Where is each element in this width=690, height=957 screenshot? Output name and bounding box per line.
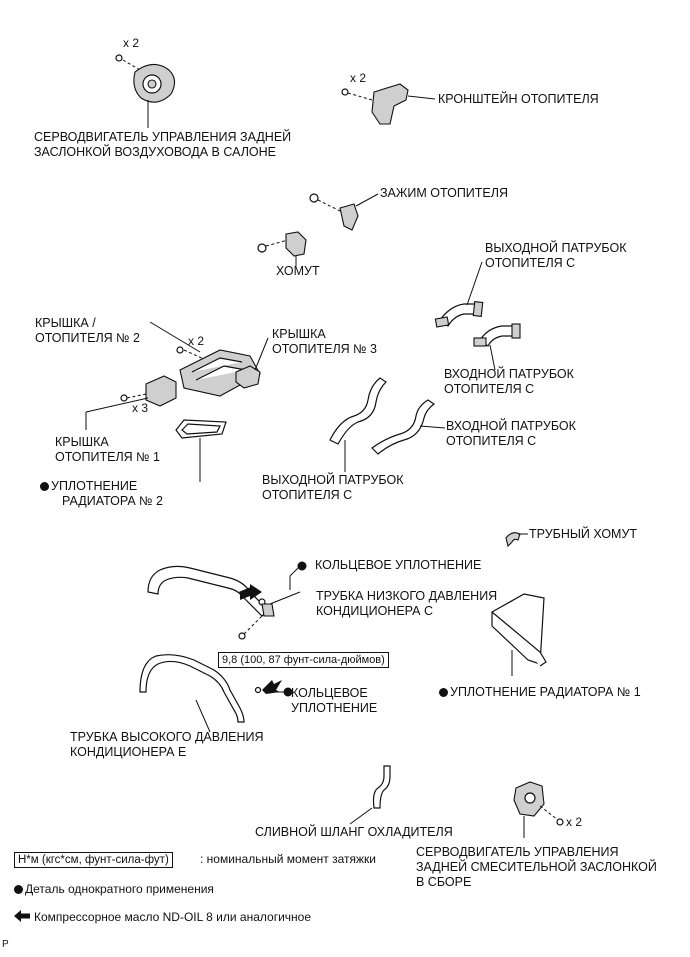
- label-line: В СБОРЕ: [416, 875, 472, 889]
- label-oring-top: КОЛЬЦЕВОЕ УПЛОТНЕНИЕ: [315, 558, 482, 572]
- hose-clamp-icon: [257, 231, 307, 266]
- label-outlet-pipe-top: ВЫХОДНОЙ ПАТРУБОК ОТОПИТЕЛЯ C: [485, 241, 627, 271]
- label-line: СЕРВОДВИГАТЕЛЬ УПРАВЛЕНИЯ: [416, 845, 619, 859]
- label-inlet-pipe-upper: ВХОДНОЙ ПАТРУБОК ОТОПИТЕЛЯ C: [444, 367, 574, 397]
- label-text: УПЛОТНЕНИЕ РАДИАТОРА № 1: [450, 685, 641, 699]
- label-line: ВХОДНОЙ ПАТРУБОК: [446, 419, 576, 433]
- single-use-icon: [14, 885, 23, 894]
- legend-oil: Компрессорное масло ND-OIL 8 или аналоги…: [14, 910, 311, 925]
- label-line: РАДИАТОРА № 2: [62, 494, 164, 508]
- label-line: ОТОПИТЕЛЯ C: [444, 382, 535, 396]
- label-heater-cover-1: КРЫШКА ОТОПИТЕЛЯ № 1: [55, 435, 160, 465]
- label-line: ВЫХОДНОЙ ПАТРУБОК: [485, 241, 627, 255]
- label-high-pressure-tube: ТРУБКА ВЫСОКОГО ДАВЛЕНИЯ КОНДИЦИОНЕРА E: [70, 730, 264, 760]
- label-text: УПЛОТНЕНИЕ: [51, 479, 138, 493]
- label-line: ВЫХОДНОЙ ПАТРУБОК: [262, 473, 404, 487]
- legend-torque-desc: : номинальный момент затяжки: [200, 852, 376, 866]
- label-line: ЗАСЛОНКОЙ ВОЗДУХОВОДА В САЛОНЕ: [34, 145, 276, 159]
- single-use-icon: [40, 482, 49, 491]
- inlet-pipe-lower-icon: [371, 399, 446, 455]
- label-line: ОТОПИТЕЛЯ № 3: [272, 342, 377, 356]
- rear-duct-servo-icon: [115, 54, 176, 128]
- radiator-seal-1-icon: [491, 593, 547, 676]
- label-line: КОНДИЦИОНЕРА E: [70, 745, 187, 759]
- heater-clamp-icon: [309, 193, 379, 231]
- inlet-pipe-upper-icon: [473, 323, 521, 371]
- label-heater-clamp: ЗАЖИМ ОТОПИТЕЛЯ: [380, 186, 508, 200]
- label-low-pressure-tube: ТРУБКА НИЗКОГО ДАВЛЕНИЯ КОНДИЦИОНЕРА C: [316, 589, 497, 619]
- legend-single-use: Деталь однократного применения: [14, 882, 214, 897]
- high-pressure-tube-icon: [139, 654, 293, 733]
- label-line: ВХОДНОЙ ПАТРУБОК: [444, 367, 574, 381]
- label-line: ЗАДНЕЙ СМЕСИТЕЛЬНОЙ ЗАСЛОНКОЙ: [416, 860, 657, 874]
- qty-bracket: x 2: [350, 71, 367, 85]
- outlet-pipe-bottom-icon: [329, 377, 387, 472]
- drain-hose-icon: [349, 765, 391, 825]
- label-line: ОТОПИТЕЛЯ C: [262, 488, 353, 502]
- label-line: КРЫШКА /: [35, 316, 96, 330]
- label-heater-cover-3: КРЫШКА ОТОПИТЕЛЯ № 3: [272, 327, 377, 357]
- legend-oil-text: Компрессорное масло ND-OIL 8 или аналоги…: [34, 910, 312, 924]
- label-line: ОТОПИТЕЛЯ C: [446, 434, 537, 448]
- rear-mix-servo-icon: [513, 781, 564, 838]
- label-line: КОЛЬЦЕВОЕ: [291, 686, 368, 700]
- single-use-icon: [439, 688, 448, 697]
- torque-spec-box: 9,8 (100, 87 фунт-сила-дюймов): [218, 652, 389, 668]
- label-rear-duct-servo: СЕРВОДВИГАТЕЛЬ УПРАВЛЕНИЯ ЗАДНЕЙ ЗАСЛОНК…: [34, 130, 291, 160]
- oil-arrow-icon: [14, 910, 30, 922]
- label-inlet-pipe-lower: ВХОДНОЙ ПАТРУБОК ОТОПИТЕЛЯ C: [446, 419, 576, 449]
- low-pressure-tube-icon: [147, 561, 307, 640]
- label-radiator-seal-1: УПЛОТНЕНИЕ РАДИАТОРА № 1: [439, 685, 641, 700]
- label-rear-mix-servo: СЕРВОДВИГАТЕЛЬ УПРАВЛЕНИЯ ЗАДНЕЙ СМЕСИТЕ…: [416, 845, 657, 890]
- outlet-pipe-top-icon: [434, 261, 484, 328]
- footer-code: P: [2, 939, 9, 950]
- legend-torque-box: Н*м (кгс*см, фунт-сила-фут): [14, 852, 173, 868]
- label-heater-bracket: КРОНШТЕЙН ОТОПИТЕЛЯ: [438, 92, 599, 106]
- label-line: ОТОПИТЕЛЯ № 1: [55, 450, 160, 464]
- label-line: УПЛОТНЕНИЕ: [40, 479, 163, 494]
- heater-covers-icon: [85, 321, 269, 430]
- label-line: ТРУБКА ВЫСОКОГО ДАВЛЕНИЯ: [70, 730, 264, 744]
- label-hose-clamp: ХОМУТ: [276, 264, 320, 278]
- pipe-clamp-icon: [505, 532, 528, 548]
- label-line: КРЫШКА: [55, 435, 109, 449]
- qty-servo-top: x 2: [123, 36, 140, 50]
- label-radiator-seal-2: УПЛОТНЕНИЕ РАДИАТОРА № 2: [40, 479, 163, 509]
- label-line: КОНДИЦИОНЕРА C: [316, 604, 433, 618]
- heater-bracket-icon: [341, 83, 436, 125]
- label-line: ОТОПИТЕЛЯ № 2: [35, 331, 140, 345]
- legend-single-use-text: Деталь однократного применения: [25, 882, 214, 896]
- qty-cover-1: x 3: [132, 401, 149, 415]
- label-pipe-clamp: ТРУБНЫЙ ХОМУТ: [529, 527, 638, 541]
- label-drain-hose: СЛИВНОЙ ШЛАНГ ОХЛАДИТЕЛЯ: [255, 825, 453, 839]
- label-line: УПЛОТНЕНИЕ: [291, 701, 378, 715]
- qty-mix-servo: x 2: [566, 815, 583, 829]
- label-oring-bottom: КОЛЬЦЕВОЕ УПЛОТНЕНИЕ: [291, 686, 377, 716]
- label-line: ТРУБКА НИЗКОГО ДАВЛЕНИЯ: [316, 589, 498, 603]
- label-line: КРЫШКА: [272, 327, 326, 341]
- label-line: ОТОПИТЕЛЯ C: [485, 256, 576, 270]
- label-outlet-pipe-bottom: ВЫХОДНОЙ ПАТРУБОК ОТОПИТЕЛЯ C: [262, 473, 404, 503]
- radiator-seal-2-icon: [175, 419, 227, 482]
- qty-cover: x 2: [188, 334, 205, 348]
- label-heater-cover-2: КРЫШКА / ОТОПИТЕЛЯ № 2: [35, 316, 140, 346]
- label-line: СЕРВОДВИГАТЕЛЬ УПРАВЛЕНИЯ ЗАДНЕЙ: [34, 130, 292, 144]
